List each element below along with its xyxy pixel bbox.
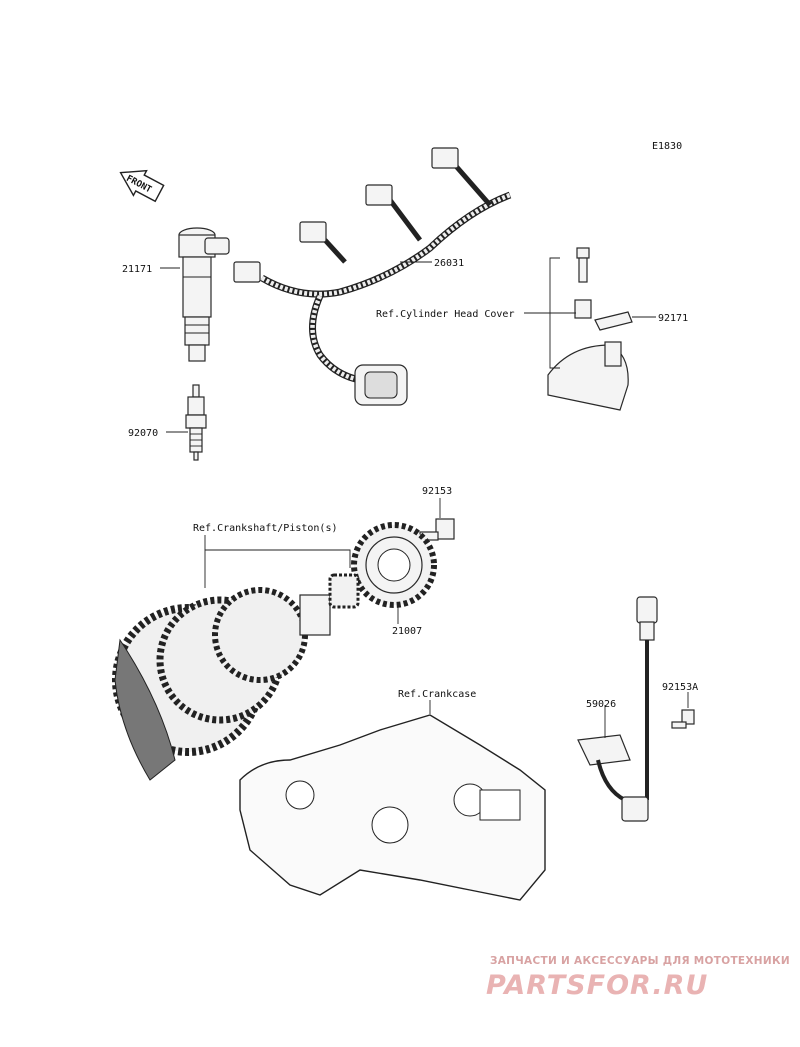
wiring-harness[interactable] <box>233 147 512 406</box>
front-arrow-icon: FRONT <box>119 169 165 203</box>
part-label-92171: 92171 <box>658 313 688 324</box>
part-label-92070: 92070 <box>128 428 158 439</box>
part-label-21007: 21007 <box>392 626 422 637</box>
part-label-26031: 26031 <box>434 258 464 269</box>
ref-cylinder-head-cover: Ref.Cylinder Head Cover <box>376 309 514 320</box>
crankshaft-assembly <box>112 573 360 781</box>
ignition-coil[interactable] <box>178 227 230 362</box>
diagram-code: E1830 <box>652 141 682 152</box>
watermark-brand: PARTSFOR.RU <box>486 970 708 1001</box>
sensor-59026[interactable] <box>577 596 658 822</box>
part-label-21171: 21171 <box>122 264 152 275</box>
clamp-assembly[interactable] <box>547 247 633 411</box>
rotor-bolt[interactable] <box>419 518 455 541</box>
part-label-59026: 59026 <box>586 699 616 710</box>
part-label-92153a: 92153A <box>662 682 698 693</box>
part-label-92153: 92153 <box>422 486 452 497</box>
ref-crankcase: Ref.Crankcase <box>398 689 476 700</box>
sensor-bolt[interactable] <box>671 709 695 729</box>
watermark-tagline: ЗАПЧАСТИ И АКСЕССУАРЫ ДЛЯ МОТОТЕХНИКИ <box>490 955 790 967</box>
ref-crankshaft-piston: Ref.Crankshaft/Piston(s) <box>193 523 338 534</box>
crankcase <box>239 714 546 901</box>
spark-plug[interactable] <box>185 384 207 461</box>
rotor-gear[interactable] <box>351 522 437 608</box>
